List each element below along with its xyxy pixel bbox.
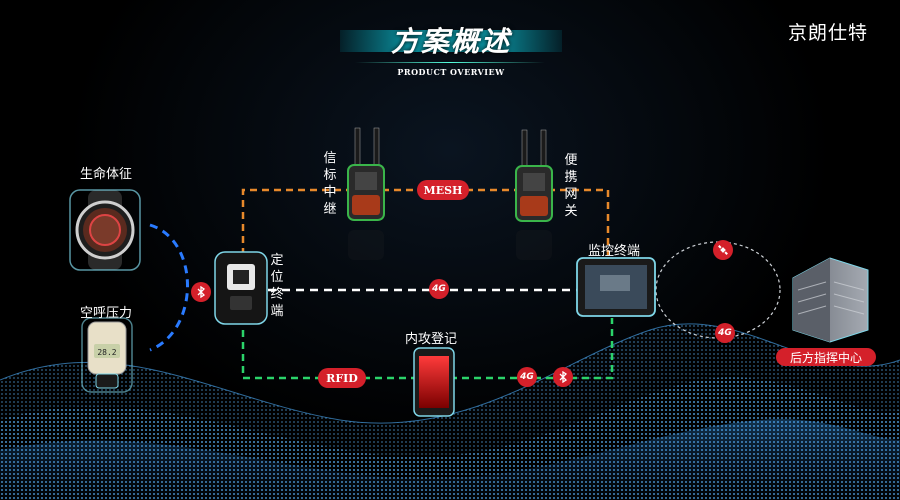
rfid-link-right [450,318,614,380]
page-subtitle: PRODUCT OVERVIEW [397,67,505,77]
pressure-gauge-icon: 28.2 [81,317,133,393]
air-pressure-label: 空呼压力 [80,306,133,321]
rfid-badge: RFID [318,368,366,388]
relay-device-icon [347,127,385,260]
tablet-device-icon [576,257,656,317]
locator-label: 定位终端 [270,253,284,319]
mesh-link-right [548,188,610,255]
mesh-link-left [241,188,350,255]
mesh-badge: MESH [417,180,469,200]
bluetooth-arc [149,223,189,352]
vitals-label: 生命体征 [80,167,133,182]
satellite-icon [713,240,733,260]
relay-label: 信标中继 [323,151,337,217]
gateway-device-icon [515,129,553,260]
page-title: 方案概述 [390,25,511,58]
command-center-badge: 后方指挥中心 [776,348,876,366]
handheld-phone-icon [413,347,455,417]
fourg-badge-uplink: 4G [715,323,735,343]
page-title-block: 方案概述 [340,25,562,58]
title-divider [355,62,545,63]
registration-label: 内攻登记 [405,332,458,347]
building-icon [792,257,869,343]
svg-text:28.2: 28.2 [97,348,116,357]
gateway-label: 便携网关 [564,153,578,219]
bluetooth-icon [553,367,573,387]
bluetooth-icon [191,282,211,302]
fourg-badge-main: 4G [429,279,449,299]
fourg-badge-lower: 4G [517,367,537,387]
smartwatch-icon [69,189,141,271]
monitor-label: 监控终端 [588,244,641,259]
brand-logo-text: 京朗仕特 [788,22,869,44]
locator-device-icon [214,251,268,325]
